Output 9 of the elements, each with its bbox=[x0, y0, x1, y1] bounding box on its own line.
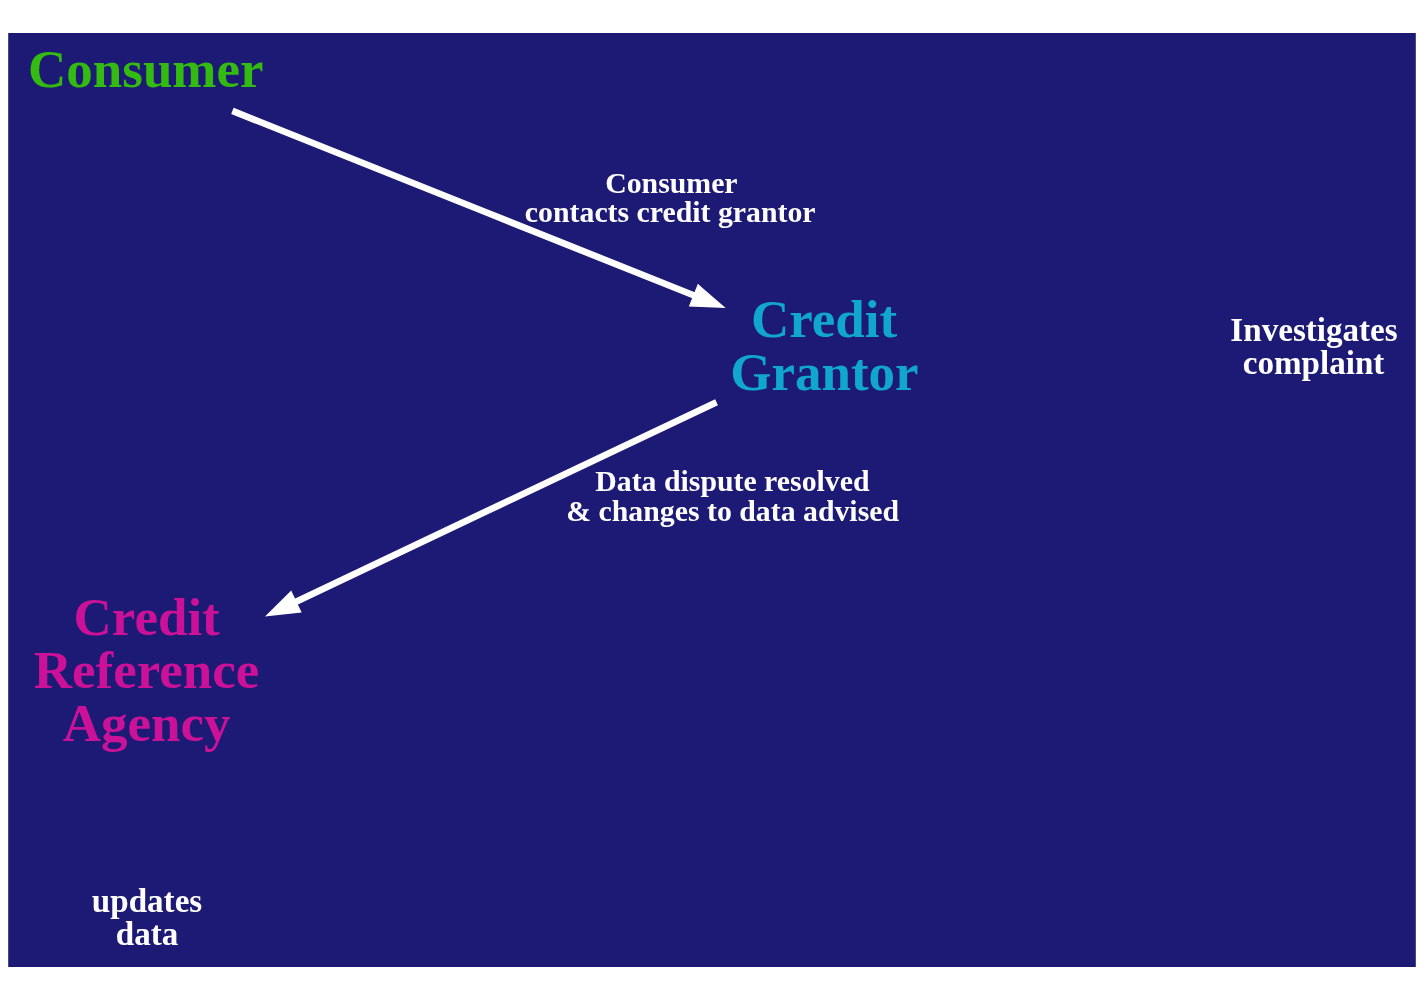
arrow bbox=[231, 107, 726, 308]
edge-label: Consumer contacts credit grantor bbox=[524, 165, 816, 228]
label: updates data bbox=[91, 881, 203, 952]
node-text: Credit Reference Agency bbox=[33, 587, 260, 752]
arrow bbox=[264, 398, 718, 616]
edge-label: Data dispute resolved & changes to data advised bbox=[566, 463, 900, 527]
node-text: Consumer bbox=[28, 39, 264, 98]
label: Investigates complaint bbox=[1230, 310, 1398, 381]
node-text: Credit Grantor bbox=[730, 289, 919, 401]
